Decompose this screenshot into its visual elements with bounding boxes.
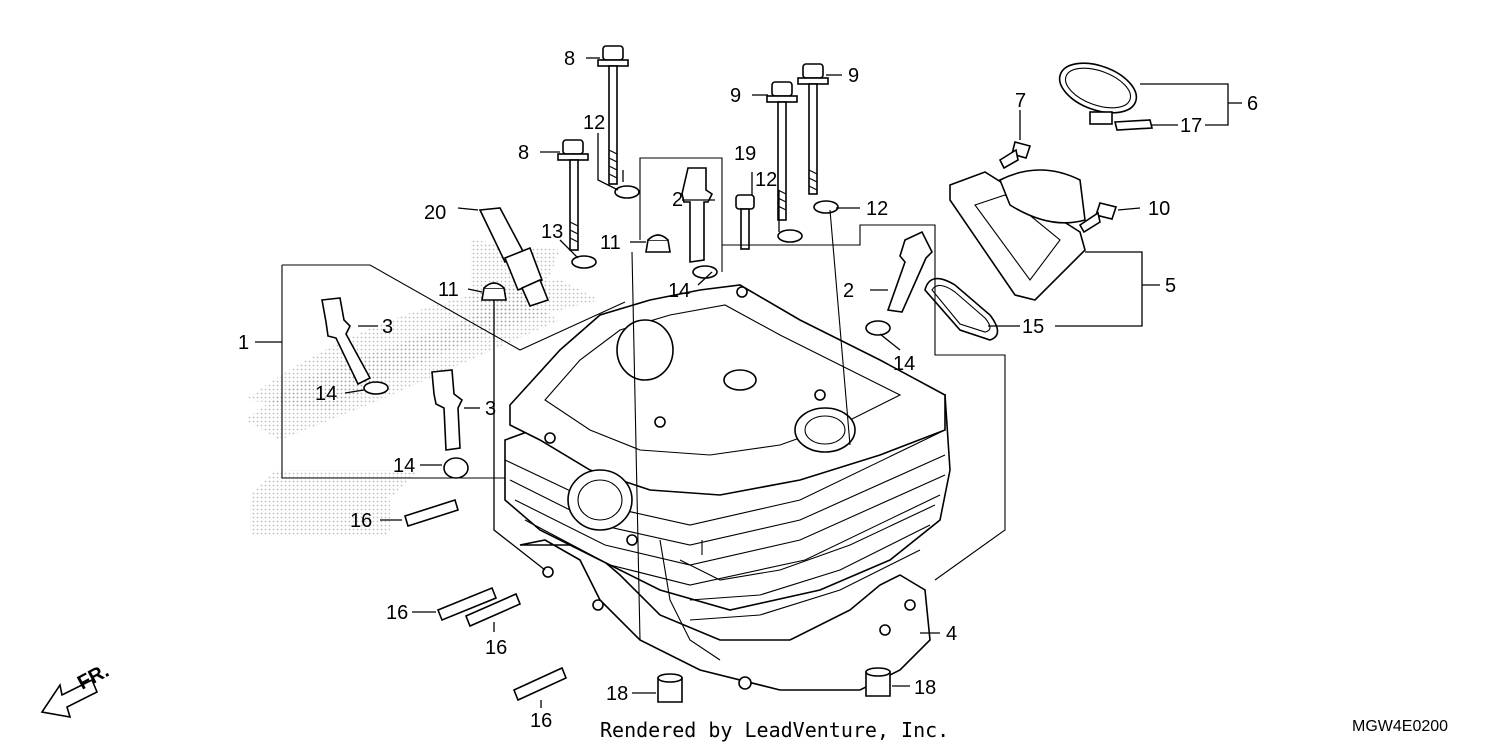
o-rings-14 bbox=[363, 265, 891, 479]
callout-9-right: 9 bbox=[848, 65, 859, 87]
watermark-logo bbox=[245, 240, 600, 535]
gasket-15 bbox=[924, 277, 999, 341]
cylinder-head bbox=[504, 284, 951, 691]
valve-guide-3-right bbox=[431, 369, 464, 451]
bolt-9-right bbox=[797, 63, 829, 195]
callout-labels: 1 2 2 3 3 4 5 6 7 8 8 9 9 10 11 11 12 12… bbox=[238, 48, 1258, 732]
callout-12-top: 12 bbox=[583, 112, 605, 134]
callout-11-left: 11 bbox=[438, 279, 459, 301]
valve-guide-2-right bbox=[886, 230, 933, 313]
callout-15: 15 bbox=[1022, 316, 1044, 338]
bolt-9-left bbox=[766, 81, 798, 221]
screws-7-10-17 bbox=[998, 119, 1154, 234]
callout-6: 6 bbox=[1247, 93, 1258, 115]
hose-band-6 bbox=[1058, 62, 1138, 125]
callout-7: 7 bbox=[1015, 90, 1026, 112]
callout-8-left: 8 bbox=[518, 142, 529, 164]
callout-18-left: 18 bbox=[606, 683, 628, 705]
callout-4: 4 bbox=[946, 623, 957, 645]
callout-14-right: 14 bbox=[893, 353, 915, 375]
callout-3-right: 3 bbox=[485, 398, 496, 420]
callout-16-mid: 16 bbox=[386, 602, 408, 624]
callout-12-mid: 12 bbox=[755, 169, 777, 191]
callout-12-right: 12 bbox=[866, 198, 888, 220]
callout-11-top: 11 bbox=[600, 232, 621, 254]
callout-17: 17 bbox=[1180, 115, 1202, 137]
callout-16-upper: 16 bbox=[350, 510, 372, 532]
bolt-8-upper bbox=[597, 45, 629, 185]
callout-13: 13 bbox=[541, 221, 563, 243]
callout-2-top: 2 bbox=[672, 189, 683, 211]
dowel-pins-18 bbox=[657, 667, 891, 703]
callout-19: 19 bbox=[734, 143, 756, 165]
callout-1: 1 bbox=[238, 332, 249, 354]
render-credit: Rendered by LeadVenture, Inc. bbox=[600, 718, 950, 742]
valve-guide-3-left bbox=[321, 297, 372, 386]
callout-9-left: 9 bbox=[730, 85, 741, 107]
front-direction-arrow: FR. bbox=[40, 660, 113, 719]
studs-16 bbox=[404, 498, 568, 702]
callout-2-right: 2 bbox=[843, 280, 854, 302]
group-brackets bbox=[255, 83, 1242, 581]
callout-3-left: 3 bbox=[382, 316, 393, 338]
leader-lines bbox=[344, 57, 1178, 708]
callout-14-left: 14 bbox=[315, 383, 337, 405]
callout-16-bottom: 16 bbox=[530, 710, 552, 732]
cap-nuts-11 bbox=[481, 234, 671, 301]
bolt-8-lower bbox=[557, 139, 589, 251]
callout-14-top: 14 bbox=[668, 280, 690, 302]
washers bbox=[571, 185, 839, 269]
callout-10: 10 bbox=[1148, 198, 1170, 220]
insulator-5 bbox=[949, 169, 1086, 301]
valve-guide-2-top bbox=[681, 167, 714, 263]
spark-plug-20 bbox=[478, 207, 550, 307]
callout-14-lower: 14 bbox=[393, 455, 415, 477]
callout-8-top: 8 bbox=[564, 48, 575, 70]
callout-18-right: 18 bbox=[914, 677, 936, 699]
callout-5: 5 bbox=[1165, 275, 1176, 297]
diagram-code: MGW4E0200 bbox=[1352, 718, 1449, 735]
callout-20: 20 bbox=[424, 202, 446, 224]
bolt-19 bbox=[735, 194, 755, 250]
callout-16-lower: 16 bbox=[485, 637, 507, 659]
